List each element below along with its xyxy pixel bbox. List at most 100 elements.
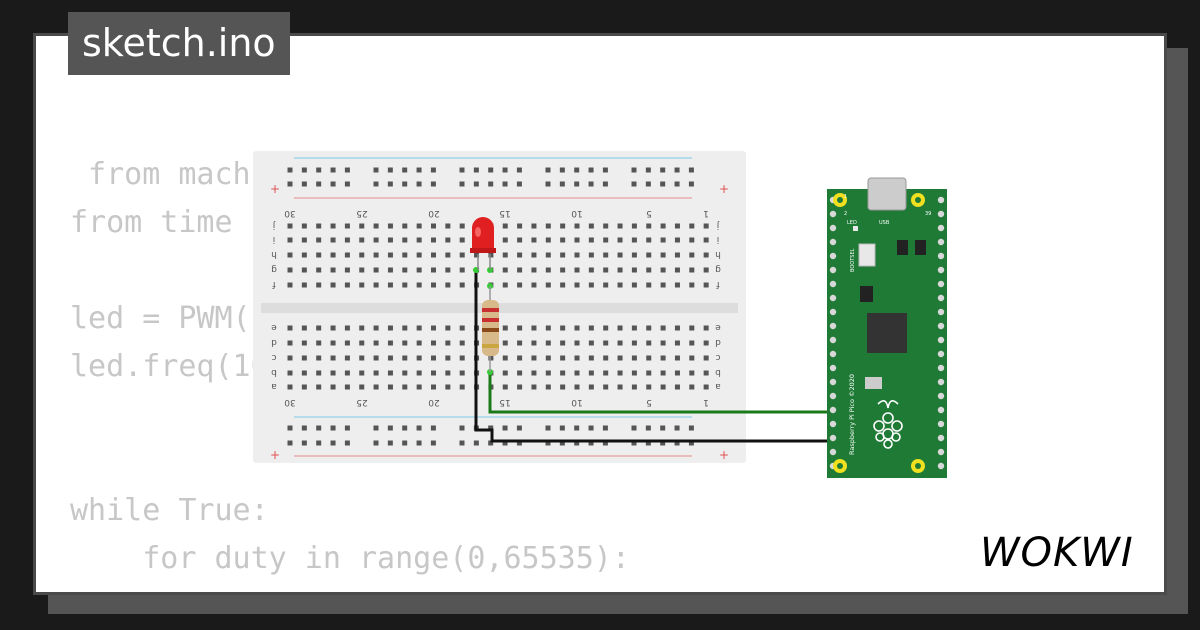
rail-hole bbox=[602, 167, 608, 173]
rail-hole bbox=[516, 425, 522, 431]
breadboard-hole bbox=[531, 384, 537, 390]
header-pin bbox=[937, 406, 945, 414]
column-label: 20 bbox=[428, 397, 440, 407]
breadboard-hole bbox=[287, 237, 293, 243]
breadboard-hole bbox=[459, 282, 465, 288]
breadboard-hole bbox=[387, 223, 393, 229]
breadboard-hole bbox=[588, 252, 594, 258]
rail-hole bbox=[588, 425, 594, 431]
breadboard-hole bbox=[617, 355, 623, 361]
breadboard-hole bbox=[603, 384, 609, 390]
led-label: LED bbox=[847, 220, 857, 226]
breadboard-hole bbox=[674, 370, 680, 376]
raspberry-pi-pico[interactable]: LED USB 1 2 39 BOOTSEL Raspberry Pi Pico… bbox=[827, 177, 947, 478]
breadboard-hole bbox=[617, 282, 623, 288]
breadboard-hole bbox=[344, 355, 350, 361]
chip bbox=[915, 240, 926, 255]
bootsel-button[interactable] bbox=[858, 243, 876, 267]
row-label: c bbox=[271, 352, 276, 362]
row-label: h bbox=[271, 249, 277, 259]
breadboard-hole bbox=[674, 384, 680, 390]
breadboard-hole bbox=[316, 355, 322, 361]
breadboard-hole bbox=[660, 252, 666, 258]
breadboard-hole bbox=[316, 325, 322, 331]
breadboard-hole bbox=[416, 282, 422, 288]
breadboard-hole bbox=[459, 267, 465, 273]
header-pin bbox=[937, 462, 945, 470]
row-label: b bbox=[271, 367, 277, 377]
breadboard-hole bbox=[431, 252, 436, 258]
breadboard-hole bbox=[631, 223, 637, 229]
rail-hole bbox=[387, 425, 393, 431]
breadboard-hole bbox=[359, 267, 365, 273]
breadboard-hole bbox=[459, 237, 465, 243]
breadboard-hole bbox=[431, 355, 436, 361]
rail-hole bbox=[330, 440, 336, 446]
rail-hole bbox=[287, 181, 293, 187]
header-pin bbox=[937, 448, 945, 456]
breadboard-hole bbox=[416, 223, 422, 229]
row-label: i bbox=[273, 234, 276, 244]
breadboard-hole bbox=[373, 370, 379, 376]
breadboard-hole bbox=[301, 237, 307, 243]
breadboard-hole bbox=[373, 282, 379, 288]
breadboard-hole bbox=[588, 325, 594, 331]
breadboard-hole bbox=[646, 267, 652, 273]
breadboard-hole bbox=[660, 355, 666, 361]
rail-hole bbox=[545, 181, 551, 187]
breadboard-hole bbox=[631, 325, 637, 331]
breadboard-hole bbox=[574, 282, 580, 288]
rail-hole bbox=[287, 440, 293, 446]
breadboard-hole bbox=[545, 340, 551, 346]
row-label: a bbox=[715, 381, 721, 391]
rail-hole bbox=[631, 440, 637, 446]
header-pin bbox=[829, 378, 837, 386]
rail-hole bbox=[674, 167, 680, 173]
rail-hole bbox=[301, 425, 307, 431]
rail-hole bbox=[559, 425, 565, 431]
breadboard-hole bbox=[301, 252, 307, 258]
breadboard-hole bbox=[387, 267, 393, 273]
code-line: for duty in range(0,65535): bbox=[70, 541, 630, 576]
rail-hole bbox=[688, 181, 694, 187]
breadboard-hole bbox=[287, 325, 293, 331]
column-label: 15 bbox=[499, 397, 510, 407]
red-led[interactable] bbox=[470, 217, 496, 270]
breadboard-hole bbox=[502, 223, 508, 229]
black-wire[interactable] bbox=[474, 272, 838, 443]
header-pin bbox=[829, 406, 837, 414]
header-pin bbox=[937, 210, 945, 218]
rail-plus-label: + bbox=[719, 448, 729, 462]
breadboard-hole bbox=[445, 370, 451, 376]
breadboard-hole bbox=[674, 267, 680, 273]
breadboard-hole bbox=[617, 252, 623, 258]
breadboard-hole bbox=[703, 267, 709, 273]
breadboard-hole bbox=[402, 237, 408, 243]
breadboard-hole bbox=[373, 237, 379, 243]
breadboard-hole bbox=[703, 370, 709, 376]
breadboard-hole bbox=[617, 237, 623, 243]
breadboard-hole bbox=[431, 370, 436, 376]
rail-hole bbox=[459, 425, 465, 431]
breadboard-hole bbox=[402, 252, 408, 258]
breadboard-hole bbox=[689, 267, 695, 273]
breadboard-hole bbox=[387, 384, 393, 390]
breadboard-hole bbox=[588, 355, 594, 361]
resistor[interactable] bbox=[482, 286, 499, 372]
breadboard-hole bbox=[316, 340, 322, 346]
rail-hole bbox=[645, 425, 651, 431]
header-pin bbox=[829, 322, 837, 330]
breadboard-hole bbox=[488, 252, 494, 258]
rail-hole bbox=[402, 440, 408, 446]
column-label: 1 bbox=[703, 208, 709, 218]
breadboard-hole bbox=[330, 237, 336, 243]
breadboard-hole bbox=[445, 252, 451, 258]
breadboard-hole bbox=[703, 223, 709, 229]
breadboard-hole bbox=[588, 237, 594, 243]
row-label: g bbox=[271, 264, 277, 274]
green-wire[interactable] bbox=[488, 372, 838, 414]
rail-hole bbox=[316, 440, 322, 446]
breadboard-hole bbox=[502, 282, 508, 288]
breadboard-hole bbox=[431, 223, 436, 229]
